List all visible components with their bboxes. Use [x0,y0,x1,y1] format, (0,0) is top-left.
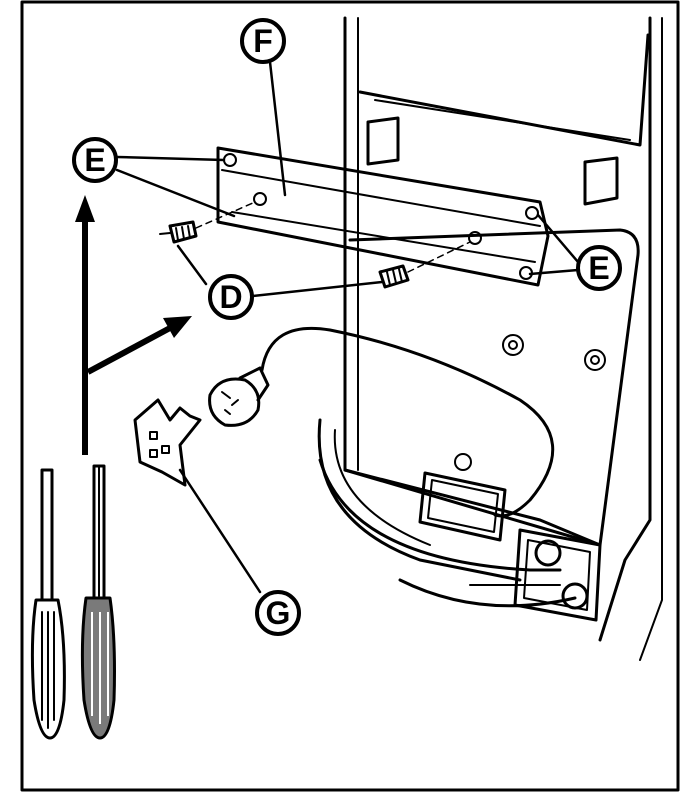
nut-icon [454,334,606,471]
screwdriver-icon [30,468,66,740]
callout-d: D [208,274,254,320]
mounting-bracket [216,146,550,287]
svg-text:E: E [588,250,609,286]
leader-lines [115,60,580,594]
phillips-screwdriver-icon [80,464,116,740]
bracket-icon [133,398,202,487]
callout-e-left: E [72,137,118,183]
callout-e-right: E [576,245,622,291]
appliance-back [317,16,663,661]
screw-icon [159,201,256,244]
power-cord [260,326,555,518]
direction-arrow [75,195,95,455]
svg-text:F: F [253,23,273,59]
plug-icon [208,366,270,427]
callout-g: G [255,590,301,636]
bracket-hole [468,231,482,245]
bracket-hole [253,192,267,206]
svg-text:G: G [266,595,291,631]
diagram-frame [20,0,680,792]
callout-f: F [240,18,286,64]
screw-icon [378,241,471,289]
direction-arrow [86,316,192,375]
bracket-corner-hole [525,206,539,220]
bracket-corner-hole [223,153,237,167]
svg-text:E: E [84,142,105,178]
svg-text:D: D [219,279,242,315]
